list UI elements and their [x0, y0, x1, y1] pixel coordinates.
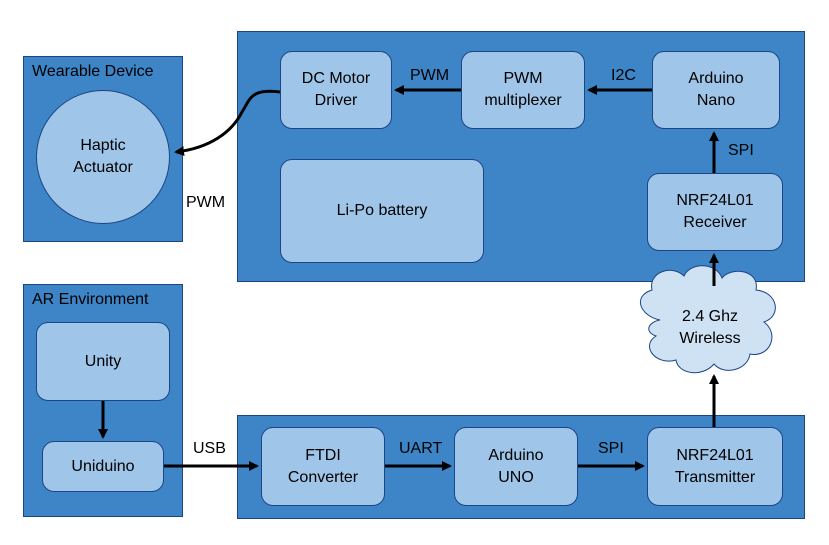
driver-to-actuator-arrow: [174, 89, 281, 157]
multiplexer-to-driver-label: PWM: [410, 67, 450, 84]
dc-motor-driver-node: DC Motor Driver: [280, 51, 392, 129]
ar-environment-title: AR Environment: [32, 291, 149, 308]
arduino-uno-node: Arduino UNO: [454, 427, 578, 506]
pwm-multiplexer-node: PWM multiplexer: [461, 51, 585, 129]
ftdi-to-uno-label: UART: [399, 440, 443, 457]
driver-to-actuator-label: PWM: [186, 194, 226, 211]
receiver-to-nano-label: SPI: [728, 142, 754, 159]
ftdi-converter-node: FTDI Converter: [261, 427, 385, 506]
unity-node: Unity: [36, 322, 170, 401]
wireless-cloud-label: 2.4 Ghz Wireless: [679, 308, 741, 347]
haptic-actuator-node: Haptic Actuator: [36, 90, 170, 224]
lipo-battery-node: Li-Po battery: [280, 159, 484, 263]
nrf-transmitter-node: NRF24L01 Transmitter: [647, 427, 783, 506]
nrf-receiver-node: NRF24L01 Receiver: [647, 173, 783, 251]
arduino-nano-node: Arduino Nano: [652, 51, 780, 129]
wearable-device-title: Wearable Device: [32, 63, 154, 80]
uno-to-transmitter-label: SPI: [598, 440, 624, 457]
uniduino-node: Uniduino: [42, 441, 164, 492]
nano-to-multiplexer-label: I2C: [611, 67, 636, 84]
uniduino-to-ftdi-label: USB: [193, 440, 226, 457]
